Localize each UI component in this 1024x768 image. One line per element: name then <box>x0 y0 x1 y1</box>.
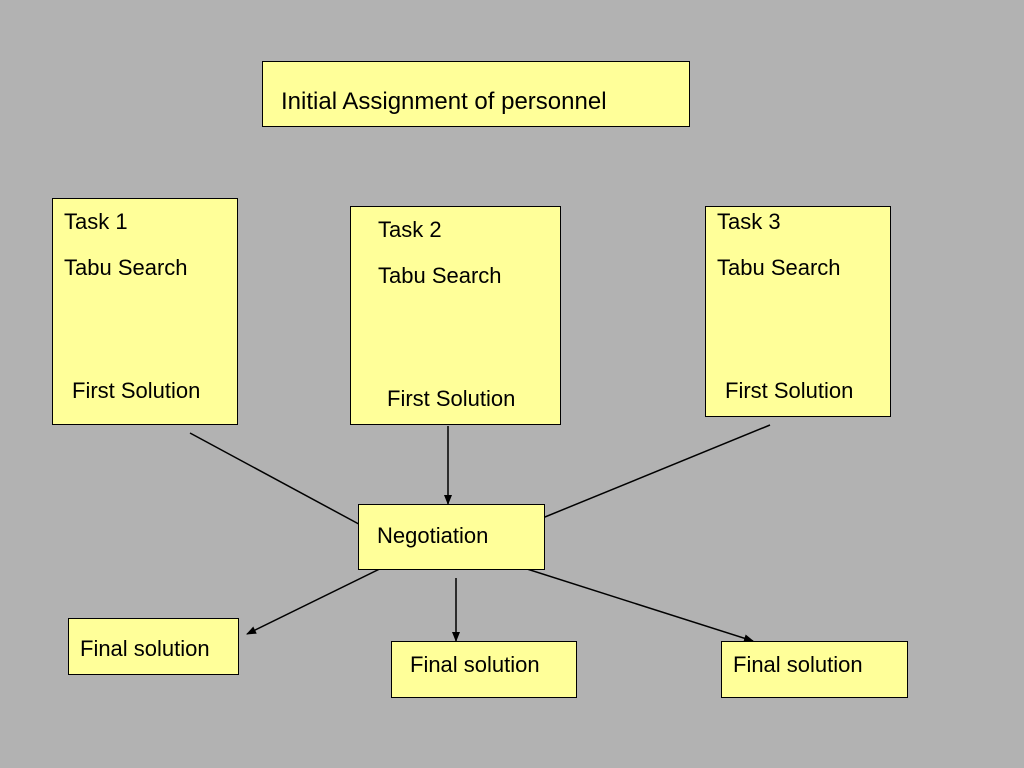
initial-assignment-box: Initial Assignment of personnel <box>262 61 690 127</box>
task1-to-negotiation-arrow <box>189 432 369 530</box>
task-1-box: Task 1 Tabu Search First Solution <box>52 198 238 425</box>
negotiation-box: Negotiation <box>358 504 545 570</box>
final-solution-label-1: Final solution <box>80 636 210 661</box>
task-2-name: Task 2 <box>378 217 442 242</box>
task-3-result: First Solution <box>725 378 854 403</box>
task-3-method: Tabu Search <box>717 255 841 280</box>
negotiation-label: Negotiation <box>377 523 489 548</box>
task-1-method: Tabu Search <box>64 255 188 280</box>
final-solution-box-2: Final solution <box>391 641 577 698</box>
task-3-name: Task 3 <box>717 209 781 234</box>
final-solution-box-1: Final solution <box>68 618 239 675</box>
initial-assignment-title: Initial Assignment of personnel <box>281 88 607 115</box>
task-3-box: Task 3 Tabu Search First Solution <box>705 206 891 417</box>
final-solution-label-2: Final solution <box>410 652 540 677</box>
task-2-result: First Solution <box>387 386 516 411</box>
task-2-method: Tabu Search <box>378 263 502 288</box>
task-1-name: Task 1 <box>64 209 128 234</box>
task3-to-negotiation-arrow <box>517 424 771 529</box>
final-solution-box-3: Final solution <box>721 641 908 698</box>
task-1-result: First Solution <box>72 378 201 403</box>
final-solution-label-3: Final solution <box>733 652 863 677</box>
negotiation-to-final3-arrow <box>504 561 754 643</box>
task-2-box: Task 2 Tabu Search First Solution <box>350 206 561 425</box>
